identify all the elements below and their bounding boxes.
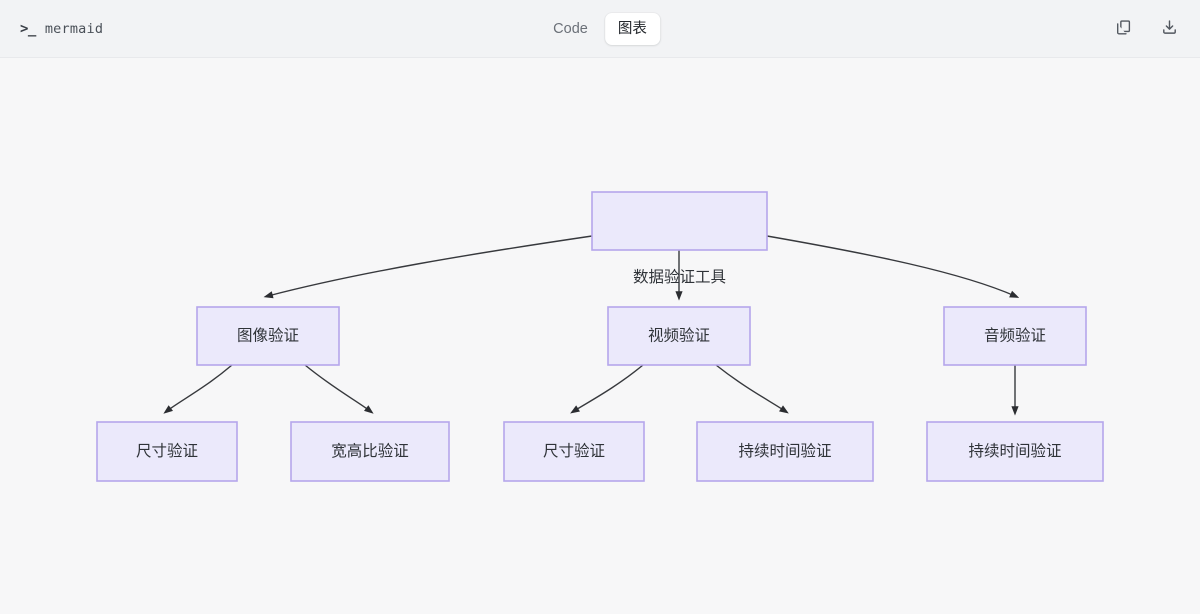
brand: >_ mermaid (20, 21, 103, 37)
node-aspect-ratio-validation-label: 宽高比验证 (331, 442, 409, 460)
node-video-size-validation[interactable]: 尺寸验证 (503, 421, 645, 482)
node-video-duration-validation-label: 持续时间验证 (738, 442, 831, 460)
node-image-validation-box (196, 306, 340, 366)
node-video-duration-validation-box (696, 421, 874, 482)
node-root[interactable]: 数据验证工具 (591, 191, 768, 286)
download-icon (1160, 18, 1179, 40)
node-audio-duration-validation-label: 持续时间验证 (968, 442, 1061, 460)
tab-diagram[interactable]: 图表 (604, 12, 660, 45)
diagram-canvas[interactable]: 数据验证工具 图像验证 视频验证 音频验证 尺寸验证 (0, 58, 1200, 614)
download-button[interactable] (1156, 16, 1182, 42)
node-audio-duration-validation[interactable]: 持续时间验证 (926, 421, 1104, 482)
header-actions (1110, 16, 1182, 42)
copy-button[interactable] (1110, 16, 1136, 42)
node-image-size-validation-box (96, 421, 238, 482)
node-audio-validation[interactable]: 音频验证 (943, 306, 1087, 366)
edge-root-to-audio (766, 235, 1020, 298)
edge-video-to-size (570, 364, 644, 414)
edge-video-to-duration (715, 364, 789, 414)
node-audio-validation-label: 音频验证 (984, 327, 1046, 345)
node-image-validation-label: 图像验证 (237, 327, 299, 345)
app-title: mermaid (44, 20, 104, 37)
node-aspect-ratio-validation-box (290, 421, 450, 482)
app-header: >_ mermaid Code 图表 (0, 0, 1200, 58)
edge-group (163, 235, 1020, 416)
edge-image-to-size (163, 364, 233, 414)
view-tabs: Code 图表 (540, 12, 660, 45)
flowchart: 数据验证工具 图像验证 视频验证 音频验证 尺寸验证 (96, 191, 1104, 482)
edge-image-to-ratio (304, 364, 374, 414)
node-video-size-validation-label: 尺寸验证 (543, 442, 605, 460)
node-audio-duration-validation-box (926, 421, 1104, 482)
node-image-size-validation-label: 尺寸验证 (136, 442, 198, 460)
node-aspect-ratio-validation[interactable]: 宽高比验证 (290, 421, 450, 482)
node-root-box (591, 191, 768, 251)
edge-root-to-image (263, 235, 593, 299)
node-root-label: 数据验证工具 (633, 268, 726, 286)
node-video-duration-validation[interactable]: 持续时间验证 (696, 421, 874, 482)
node-video-validation-box (607, 306, 751, 366)
node-group: 数据验证工具 图像验证 视频验证 音频验证 尺寸验证 (96, 191, 1104, 482)
node-video-size-validation-box (503, 421, 645, 482)
node-image-size-validation[interactable]: 尺寸验证 (96, 421, 238, 482)
node-audio-validation-box (943, 306, 1087, 366)
node-image-validation[interactable]: 图像验证 (196, 306, 340, 366)
terminal-prompt-icon: >_ (20, 20, 36, 37)
node-video-validation-label: 视频验证 (648, 327, 710, 345)
copy-icon (1114, 18, 1133, 40)
node-video-validation[interactable]: 视频验证 (607, 306, 751, 366)
tab-code[interactable]: Code (540, 13, 601, 45)
